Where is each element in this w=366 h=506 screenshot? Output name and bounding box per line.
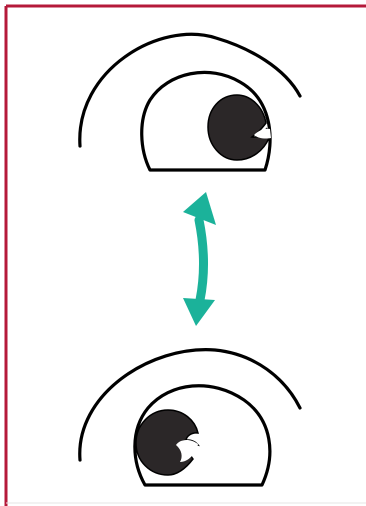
arrow-shaft	[199, 220, 204, 300]
eye-top	[80, 34, 300, 170]
arrow-head-down	[183, 298, 215, 326]
eye-bottom	[80, 350, 300, 485]
vertical-double-arrow	[183, 192, 216, 326]
